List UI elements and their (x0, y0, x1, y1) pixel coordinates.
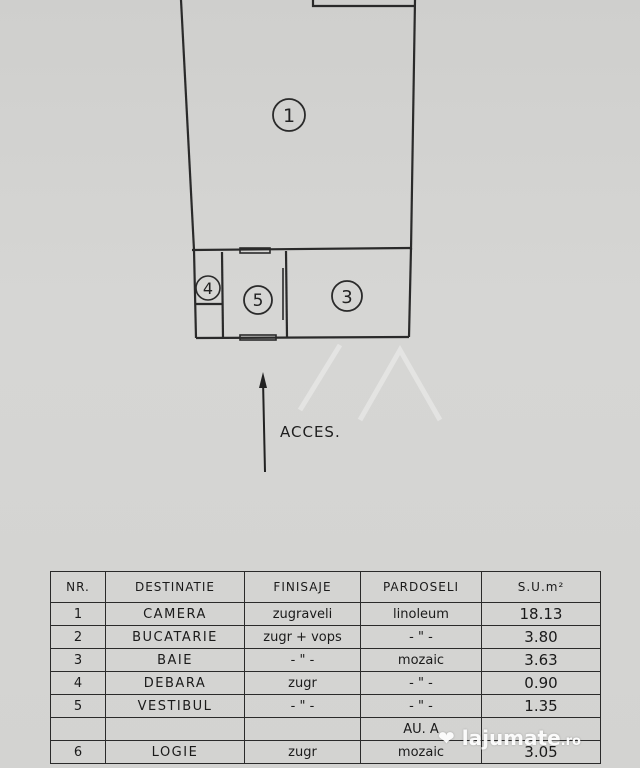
header-destinatie: DESTINATIE (105, 571, 245, 603)
room-3-label: 3 (331, 280, 363, 312)
cell-finisaje: zugr (244, 671, 361, 695)
cell-nr (50, 717, 106, 741)
cell-finisaje: - " - (244, 648, 361, 672)
cell-destinatie (105, 717, 245, 741)
cell-finisaje: zugr (244, 740, 361, 764)
cell-pardoseli: - " - (360, 625, 482, 649)
header-pardoseli: PARDOSELI (360, 571, 482, 603)
header-finisaje: FINISAJE (244, 571, 361, 603)
door-marks (239, 247, 284, 341)
cell-su: 3.63 (481, 648, 601, 672)
cell-su: 18.13 (481, 602, 601, 626)
cell-su (481, 717, 601, 741)
svg-text:4: 4 (203, 279, 213, 298)
cell-destinatie: LOGIE (105, 740, 245, 764)
svg-text:3: 3 (341, 287, 352, 308)
table-row: 1 CAMERA zugraveli linoleum 18.13 (50, 602, 601, 626)
watermark-tld: .ro (560, 734, 581, 749)
table-header-row: NR. DESTINATIE FINISAJE PARDOSELI S.U.m² (50, 571, 601, 603)
cell-destinatie: BAIE (105, 648, 245, 672)
access-arrow (259, 372, 267, 473)
cell-pardoseli: - " - (360, 694, 482, 718)
cell-finisaje (244, 717, 361, 741)
cell-su: 3.05 (481, 740, 601, 764)
cell-finisaje: zugraveli (244, 602, 361, 626)
watermark-brand: lajumate (461, 726, 561, 750)
cell-nr: 6 (50, 740, 106, 764)
room-5-label: 5 (243, 285, 273, 315)
cell-pardoseli: mozaic (360, 740, 482, 764)
watermark-logo: ❤ lajumate.ro (438, 726, 581, 750)
table-row: 4 DEBARA zugr - " - 0.90 (50, 671, 601, 695)
cell-nr: 3 (50, 648, 106, 672)
header-nr: NR. (50, 571, 106, 603)
table-row: 5 VESTIBUL - " - - " - 1.35 (50, 694, 601, 718)
cell-nr: 4 (50, 671, 106, 695)
service-rooms-walls (191, 246, 413, 340)
access-label: ACCES. (280, 423, 341, 441)
cell-destinatie: VESTIBUL (105, 694, 245, 718)
cell-pardoseli: - " - (360, 671, 482, 695)
cell-finisaje: - " - (244, 694, 361, 718)
cell-pardoseli: mozaic (360, 648, 482, 672)
cell-nr: 1 (50, 602, 106, 626)
room-4-label: 4 (195, 275, 221, 301)
cell-destinatie: CAMERA (105, 602, 245, 626)
svg-text:1: 1 (283, 105, 295, 127)
table-row: 6 LOGIE zugr mozaic 3.05 (50, 740, 601, 764)
room-1-label: 1 (272, 98, 306, 132)
svg-text:5: 5 (253, 291, 264, 311)
cell-pardoseli: linoleum (360, 602, 482, 626)
cell-su: 3.80 (481, 625, 601, 649)
cell-destinatie: DEBARA (105, 671, 245, 695)
cell-destinatie: BUCATARIE (105, 625, 245, 649)
cell-su: 0.90 (481, 671, 601, 695)
cell-nr: 5 (50, 694, 106, 718)
cell-finisaje: zugr + vops (244, 625, 361, 649)
header-su: S.U.m² (481, 571, 601, 603)
room-1-walls (179, 0, 417, 251)
faint-watermark (297, 343, 443, 422)
floor-plan: 1 3 4 5 (179, 0, 443, 473)
table-row: AU. A (50, 717, 601, 741)
heart-hands-icon: ❤ (438, 726, 455, 750)
room-schedule-table: NR. DESTINATIE FINISAJE PARDOSELI S.U.m²… (50, 571, 601, 764)
cell-su: 1.35 (481, 694, 601, 718)
table-row: 3 BAIE - " - mozaic 3.63 (50, 648, 601, 672)
cell-nr: 2 (50, 625, 106, 649)
table-row: 2 BUCATARIE zugr + vops - " - 3.80 (50, 625, 601, 649)
